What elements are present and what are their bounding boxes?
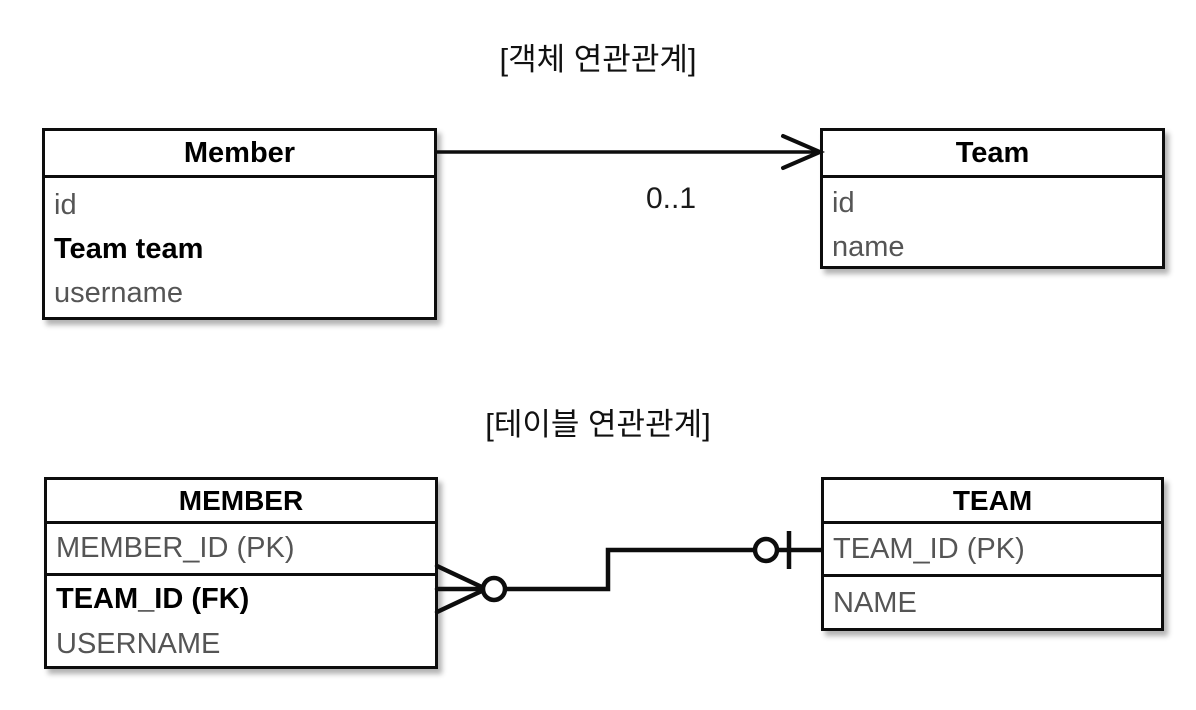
entity-box-member[interactable]: Member id Team team username [42,128,437,320]
entity-field-member-id: id [54,189,77,221]
table-columns-section-member: TEAM_ID (FK) USERNAME [47,576,435,667]
entity-name-member: Member [45,131,434,178]
table-name-member: MEMBER [47,480,435,524]
crows-foot-many-icon [434,563,489,615]
table-box-team[interactable]: TEAM TEAM_ID (PK) NAME [821,477,1164,631]
cardinality-zero-circle-team-icon [752,536,780,564]
object-section-title: [객체 연관관계] [499,42,697,77]
entity-field-member-username: username [54,277,183,309]
table-pk-section-member: MEMBER_ID (PK) [47,524,435,576]
association-member-to-team [437,134,826,170]
entity-field-team-name: name [832,230,905,263]
cardinality-zero-circle-member-icon [480,575,508,603]
table-name-team: TEAM [824,480,1161,524]
association-multiplicity-label: 0..1 [646,182,697,215]
table-columns-section-team: NAME [824,577,1161,629]
table-box-member[interactable]: MEMBER MEMBER_ID (PK) TEAM_ID (FK) USERN… [44,477,438,669]
table-column-member-team-id: TEAM_ID (FK) [56,582,250,615]
entity-name-team: Team [823,131,1162,178]
table-pk-section-team: TEAM_ID (PK) [824,524,1161,577]
entity-box-team[interactable]: Team id name [820,128,1165,269]
table-column-member-id: MEMBER_ID (PK) [56,532,295,564]
table-column-team-name: NAME [833,587,917,619]
table-column-member-username: USERNAME [56,627,221,660]
open-arrowhead-icon [781,134,826,170]
entity-field-team-id: id [832,186,855,219]
table-section-title: [테이블 연관관계] [485,407,711,442]
relationship-member-to-team [434,531,821,615]
table-column-team-id: TEAM_ID (PK) [833,533,1025,565]
entity-fields-member: id Team team username [45,178,434,320]
entity-field-member-team: Team team [54,233,204,265]
entity-fields-team: id name [823,178,1162,269]
relationship-line [500,547,757,592]
